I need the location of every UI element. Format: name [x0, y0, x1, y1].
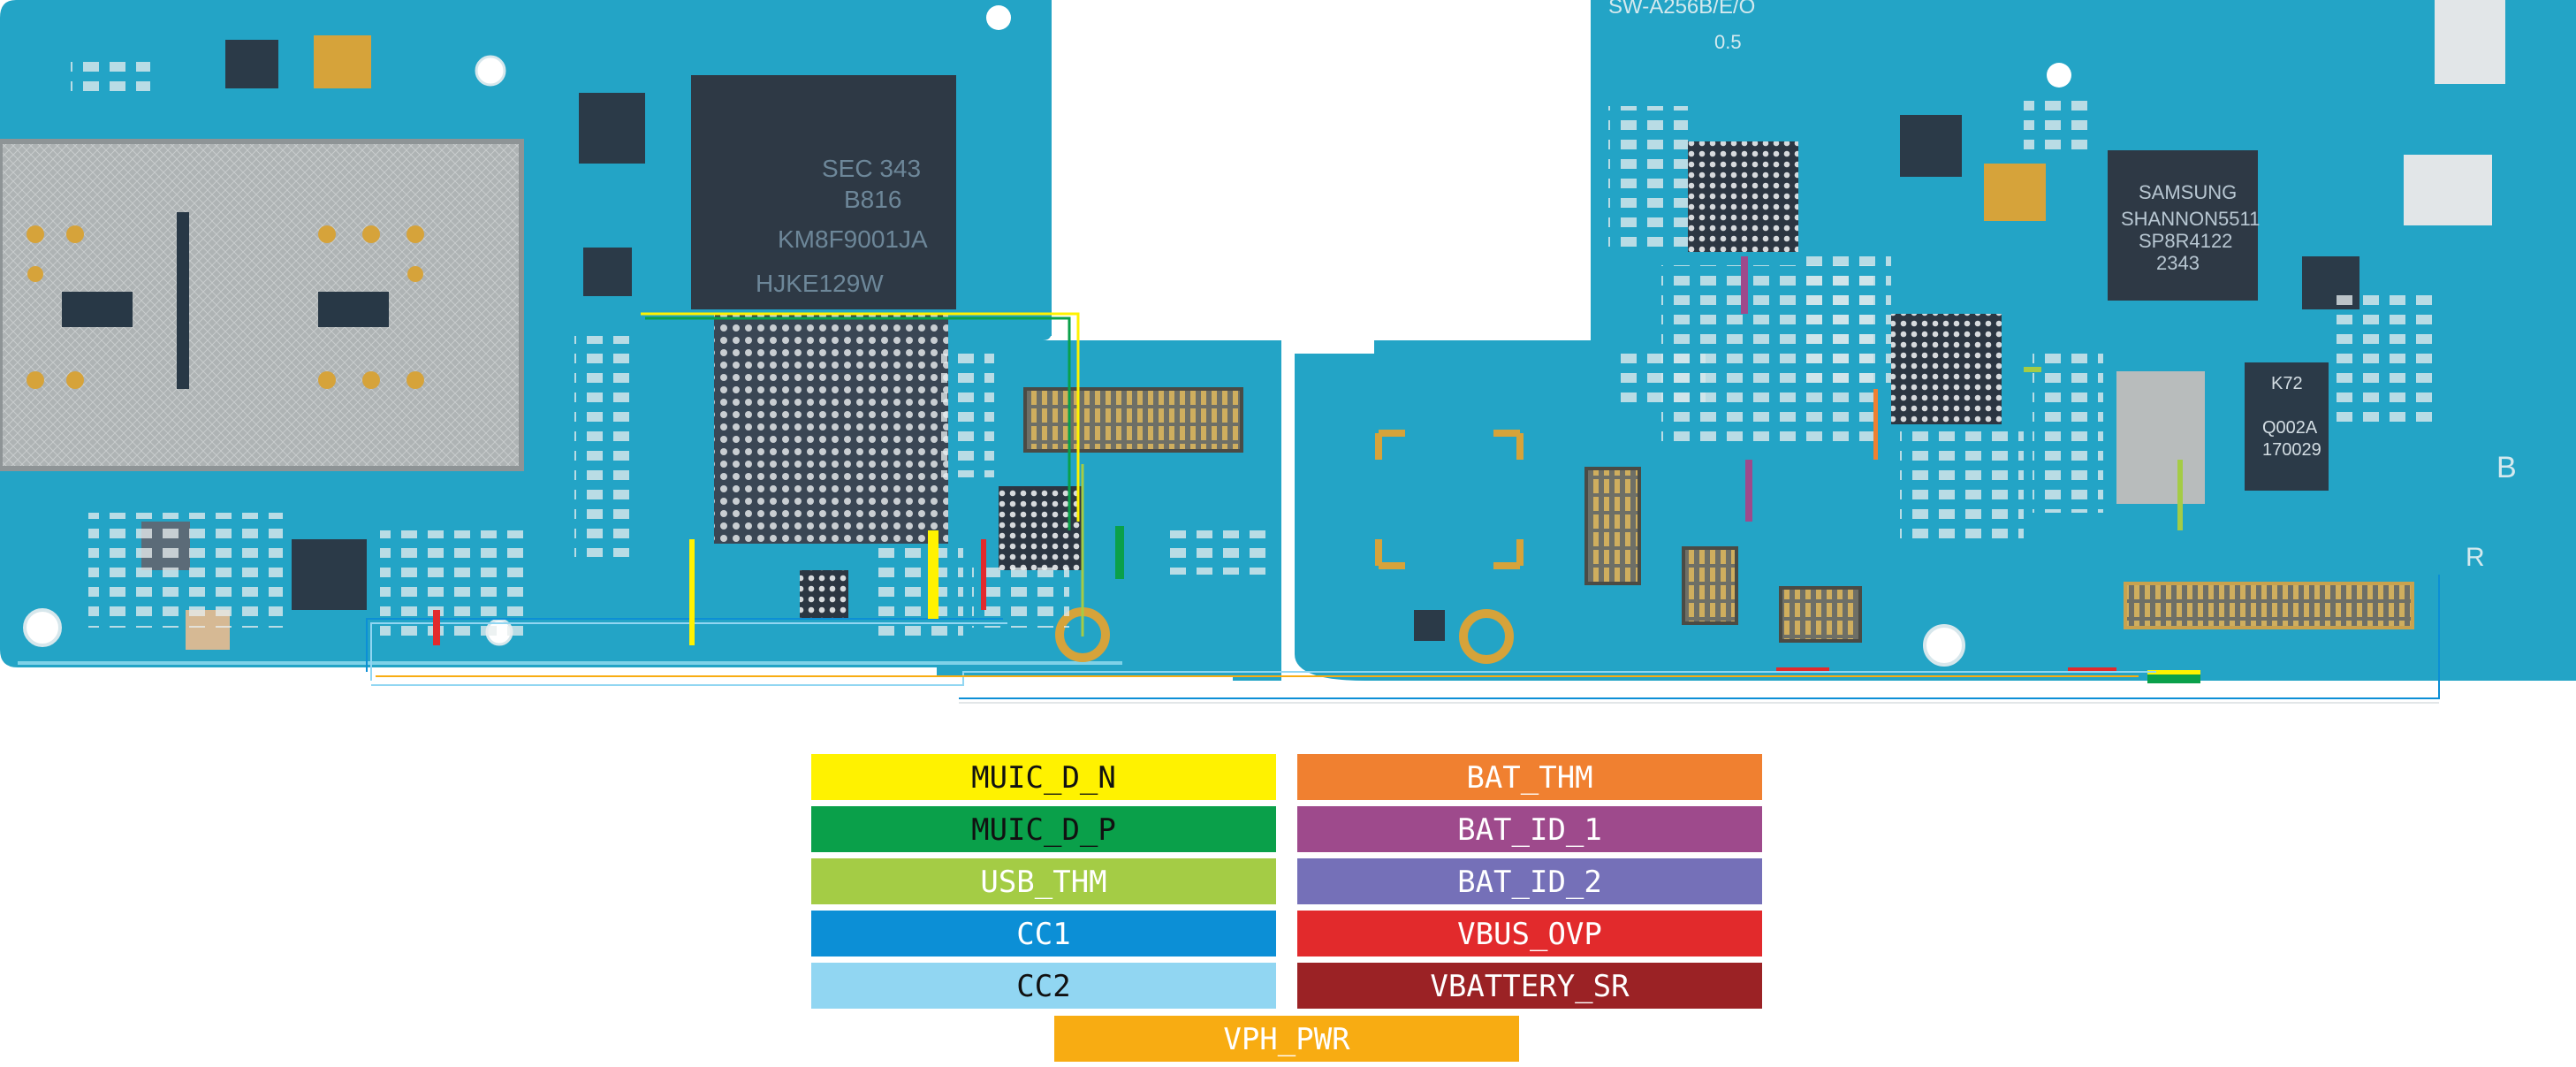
connector: [1584, 467, 1641, 585]
passive-pads-right: [1608, 97, 2439, 539]
legend-item-bat-id-1: BAT_ID_1: [1297, 806, 1762, 852]
connector: [1023, 387, 1243, 453]
legend-item-bat-id-1-swatch: [1297, 806, 1762, 852]
gold-ring: [1459, 609, 1514, 664]
chip: [2245, 362, 2329, 491]
memory-label-2: B816: [844, 186, 901, 213]
legend-item-bat-id-2: BAT_ID_2: [1297, 858, 1762, 904]
legend-item-bat-thm-label: BAT_THM: [1466, 760, 1592, 796]
net-traces-left: [366, 312, 1124, 681]
chip: [1900, 115, 1962, 177]
gold-chip: [1984, 164, 2046, 221]
legend-item-vbus-ovp: VBUS_OVP: [1297, 911, 1762, 956]
modem-label-4: 2343: [2156, 252, 2200, 274]
mounting-hole: [1923, 624, 1965, 667]
legend-item-vbus-ovp-swatch: [1297, 911, 1762, 956]
legend-item-bat-thm-swatch: [1297, 754, 1762, 800]
legend-item-muic-d-p: MUIC_D_P: [811, 806, 1276, 852]
legend-item-cc1-label: CC1: [1016, 917, 1070, 952]
net-traces-right: [1741, 256, 2200, 683]
bga-chip: [1688, 141, 1798, 252]
legend-item-muic-d-p-swatch: [811, 806, 1276, 852]
legend-item-usb-thm: USB_THM: [811, 858, 1276, 904]
chip: [225, 40, 278, 88]
connector: [1682, 546, 1738, 625]
mounting-hole: [475, 55, 506, 87]
mounting-hole: [23, 608, 62, 647]
legend-item-cc2-label: CC2: [1016, 969, 1070, 1004]
legend-item-bat-thm: BAT_THM: [1297, 754, 1762, 800]
memory-chip-text: SEC 343 B816 KM8F9001JA HJKE129W: [756, 155, 928, 297]
passive-pads: [71, 62, 1273, 645]
legend-item-cc2-swatch: [811, 963, 1276, 1009]
memory-chip: [691, 75, 956, 309]
cross-board-traces: [371, 575, 2440, 704]
legend-item-muic-d-n: MUIC_D_N: [811, 754, 1276, 800]
right-board: SW-A256B/E/O 0.5 SAMSUNG SHANNON5511 SP8…: [1295, 0, 2576, 683]
legend-item-cc2: CC2: [811, 963, 1276, 1009]
legend-item-bat-id-2-label: BAT_ID_2: [1457, 865, 1602, 900]
chip: [2404, 155, 2492, 225]
modem-chip-text: SAMSUNG SHANNON5511 SP8R4122 2343: [2121, 181, 2260, 274]
chip: [583, 248, 632, 296]
chip: [800, 570, 848, 619]
legend-item-bat-id-2-swatch: [1297, 858, 1762, 904]
legend-item-muic-d-n-label: MUIC_D_N: [971, 760, 1116, 796]
shield-can: [2116, 371, 2205, 504]
board-model-label: SW-A256B/E/O: [1608, 0, 1755, 19]
legend-item-muic-d-n-swatch: [811, 754, 1276, 800]
bga-chip: [1891, 314, 2002, 424]
mounting-hole: [2047, 63, 2071, 88]
left-board: SEC 343 B816 KM8F9001JA HJKE129W: [0, 0, 1281, 681]
chip: [292, 539, 367, 610]
chip: [579, 93, 645, 164]
sim-pins: [27, 225, 424, 389]
modem-label-3: SP8R4122: [2139, 230, 2232, 252]
marker-b: B: [2496, 451, 2517, 484]
small-chip-text: K72 Q002A 170029: [2262, 374, 2321, 460]
memory-label-1: SEC 343: [822, 155, 921, 182]
legend-item-usb-thm-label: USB_THM: [980, 865, 1106, 900]
modem-label-1: SAMSUNG: [2139, 181, 2237, 203]
chip: [1414, 610, 1445, 641]
legend-item-cc1-swatch: [811, 911, 1276, 956]
small-label-2: Q002A: [2262, 418, 2318, 438]
battery-connector-area: [1375, 430, 1524, 569]
memory-label-4: HJKE129W: [756, 270, 884, 297]
legend-item-vbattery-sr-swatch: [1297, 963, 1762, 1009]
memory-label-3: KM8F9001JA: [778, 225, 928, 253]
board-version-label: 0.5: [1714, 31, 1742, 53]
board-to-board-connector: [2124, 582, 2414, 629]
mounting-hole: [986, 5, 1011, 30]
legend-item-usb-thm-swatch: [811, 858, 1276, 904]
legend-item-bat-id-1-label: BAT_ID_1: [1457, 812, 1602, 848]
gold-chip: [314, 35, 371, 88]
small-label-3: 170029: [2262, 440, 2321, 460]
legend-item-vbattery-sr-label: VBATTERY_SR: [1430, 969, 1630, 1004]
connector: [1779, 586, 1862, 643]
legend-item-vbus-ovp-label: VBUS_OVP: [1457, 917, 1602, 952]
legend-item-vph-pwr-swatch: [1054, 1016, 1519, 1062]
chip: [2435, 0, 2505, 84]
small-label-1: K72: [2271, 374, 2303, 393]
modem-label-2: SHANNON5511: [2121, 208, 2260, 230]
legend-item-vph-pwr-label: VPH_PWR: [1223, 1022, 1350, 1057]
marker-r: R: [2466, 543, 2485, 572]
legend-item-muic-d-p-label: MUIC_D_P: [971, 812, 1116, 848]
soc-bga: [714, 314, 948, 544]
legend-item-vph-pwr: VPH_PWR: [1054, 1016, 1519, 1062]
legend-item-cc1: CC1: [811, 911, 1276, 956]
legend-item-vbattery-sr: VBATTERY_SR: [1297, 963, 1762, 1009]
modem-chip: [2108, 150, 2258, 301]
